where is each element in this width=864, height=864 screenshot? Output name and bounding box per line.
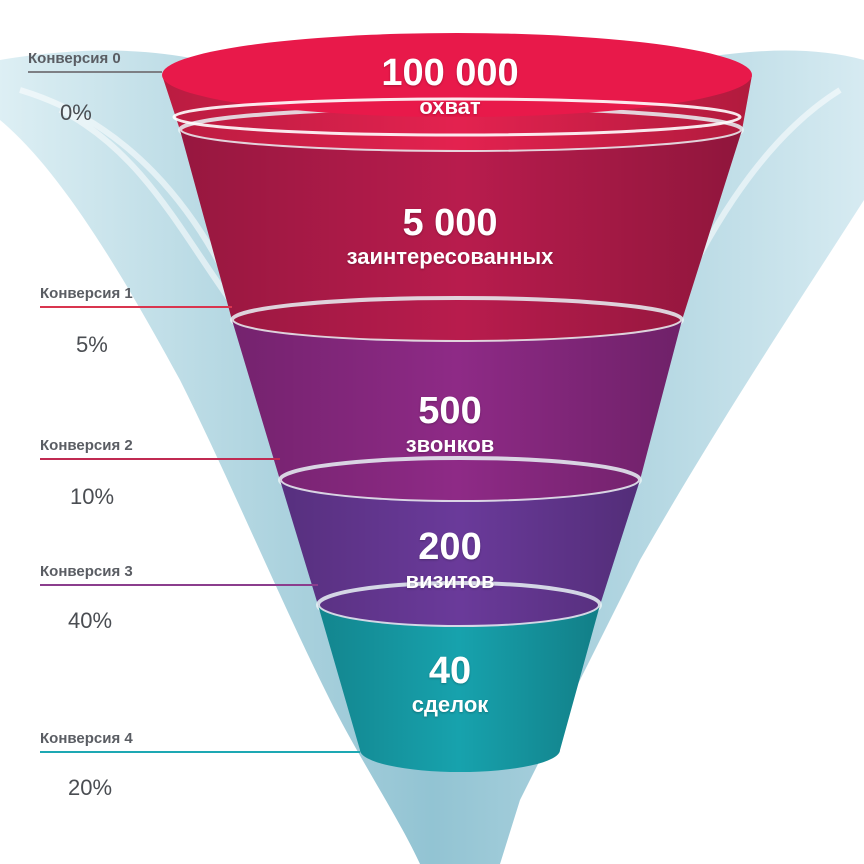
stage-1-text: 100 000 охват: [300, 54, 600, 118]
stage-5-value: 40: [428, 650, 472, 692]
conversion-4-value: 20%: [68, 775, 113, 800]
funnel-band-3-shading: [232, 320, 682, 502]
funnel-band-5-shading: [318, 605, 600, 772]
stage-2-text: 5 000 заинтересованных: [300, 204, 600, 268]
funnel-top-surface: [162, 33, 752, 117]
stage-4-text: 200 визитов: [300, 528, 600, 592]
stage-4-value: 200: [418, 526, 482, 568]
stage-4-label: визитов: [405, 568, 495, 593]
stage-1-value: 100 000: [381, 52, 519, 94]
conversion-0-label: Конверсия 0: [28, 50, 121, 67]
funnel-band-4-shading: [280, 480, 640, 627]
conversion-1-label: Конверсия 1: [40, 285, 133, 302]
funnel-top-rim: [172, 97, 742, 137]
stage-3-text: 500 звонков: [300, 392, 600, 456]
conversion-0-value: 0%: [60, 100, 92, 125]
conversion-3-value: 40%: [68, 608, 113, 633]
stage-2-value: 5 000: [402, 202, 498, 244]
stage-5-label: сделок: [411, 692, 489, 717]
stage-2-label: заинтересованных: [346, 244, 554, 269]
stage-5-text: 40 сделок: [300, 652, 600, 716]
stage-3-label: звонков: [405, 432, 495, 457]
stage-1-label: охват: [419, 94, 481, 119]
funnel-band-2-shading: [180, 130, 742, 342]
stage-3-value: 500: [418, 390, 482, 432]
conversion-3-label: Конверсия 3: [40, 563, 133, 580]
conversion-2-value: 10%: [70, 484, 115, 509]
conversion-4-label: Конверсия 4: [40, 730, 133, 747]
conversion-2-label: Конверсия 2: [40, 437, 133, 454]
conversion-1-value: 5%: [76, 332, 108, 357]
